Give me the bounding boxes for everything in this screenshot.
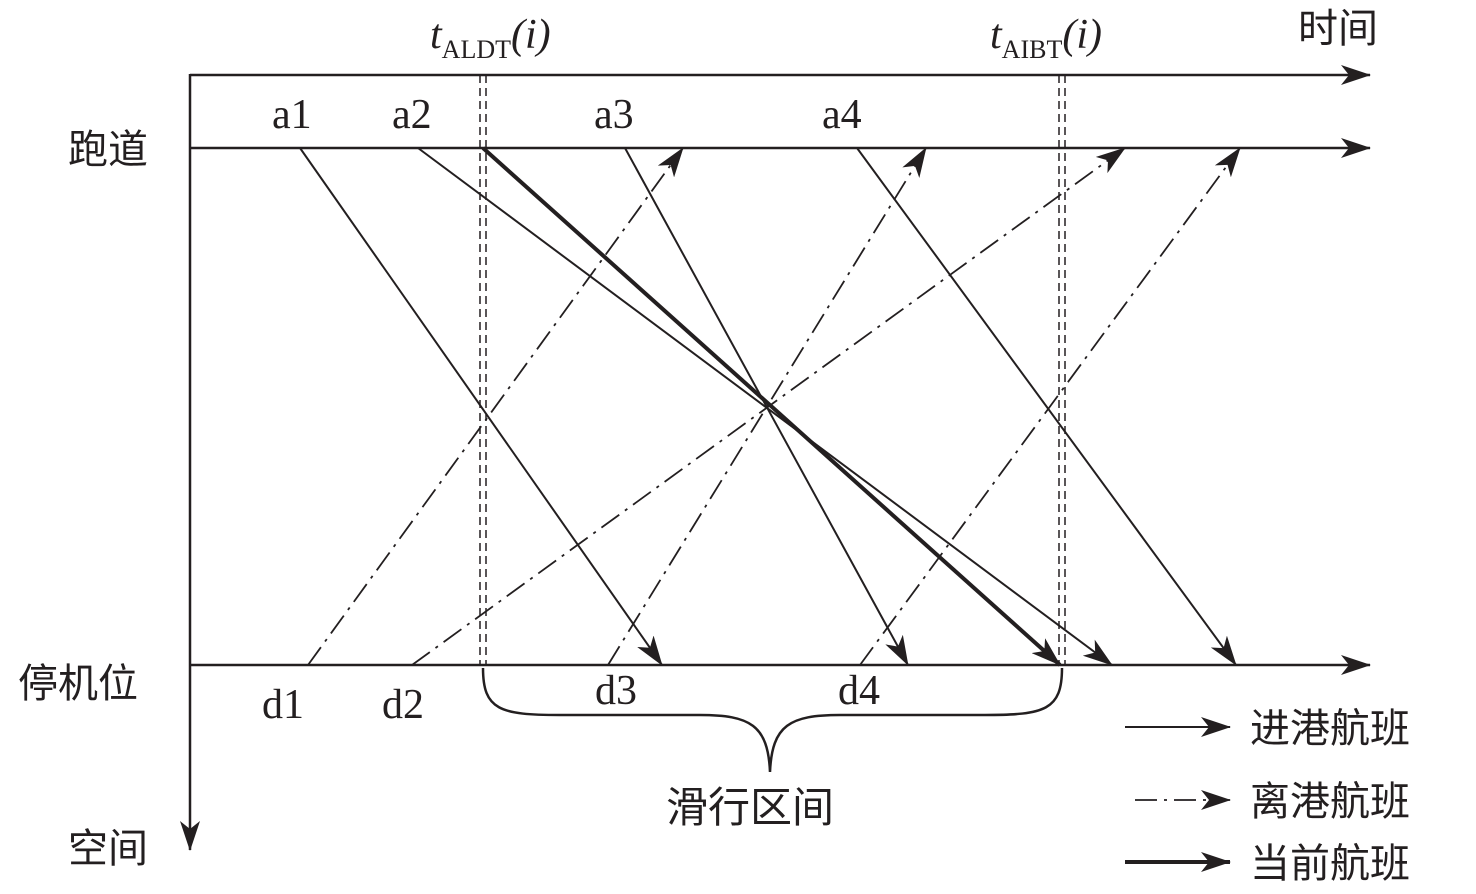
arrival-a1-path (299, 147, 663, 666)
stand-label: 停机位 (18, 661, 138, 707)
departure-label-d3: d3 (595, 668, 637, 714)
taxi-interval-brace (481, 667, 1064, 773)
arrival-a4-path (856, 147, 1237, 666)
aibt-marker-line (1058, 75, 1066, 665)
departure-d2-path (411, 147, 1126, 666)
departure-label-d1: d1 (262, 682, 304, 728)
time-axis-label: 时间 (1298, 6, 1378, 52)
departure-d1-path (307, 147, 684, 666)
aldt-label: tALDT(i) (430, 12, 551, 64)
legend-current-label: 当前航班 (1250, 841, 1410, 887)
current-flight-path (481, 146, 1062, 667)
arrival-label-a1: a1 (272, 92, 312, 138)
arrival-label-a2: a2 (392, 92, 432, 138)
taxi-interval-label: 滑行区间 (666, 783, 834, 832)
runway-label: 跑道 (68, 127, 148, 173)
departure-d3-path (607, 147, 927, 666)
arrival-a2-path (417, 147, 1113, 666)
aldt-marker-line (479, 75, 487, 665)
departure-d4-path (859, 147, 1241, 666)
arrival-label-a3: a3 (594, 92, 634, 138)
departure-label-d4: d4 (838, 668, 880, 714)
departure-label-d2: d2 (382, 682, 424, 728)
legend-arrival-label: 进港航班 (1250, 706, 1410, 752)
legend-departure-label: 离港航班 (1250, 779, 1410, 825)
aibt-label: tAIBT(i) (990, 12, 1102, 64)
space-axis-label: 空间 (68, 826, 148, 872)
arrival-label-a4: a4 (822, 92, 862, 138)
